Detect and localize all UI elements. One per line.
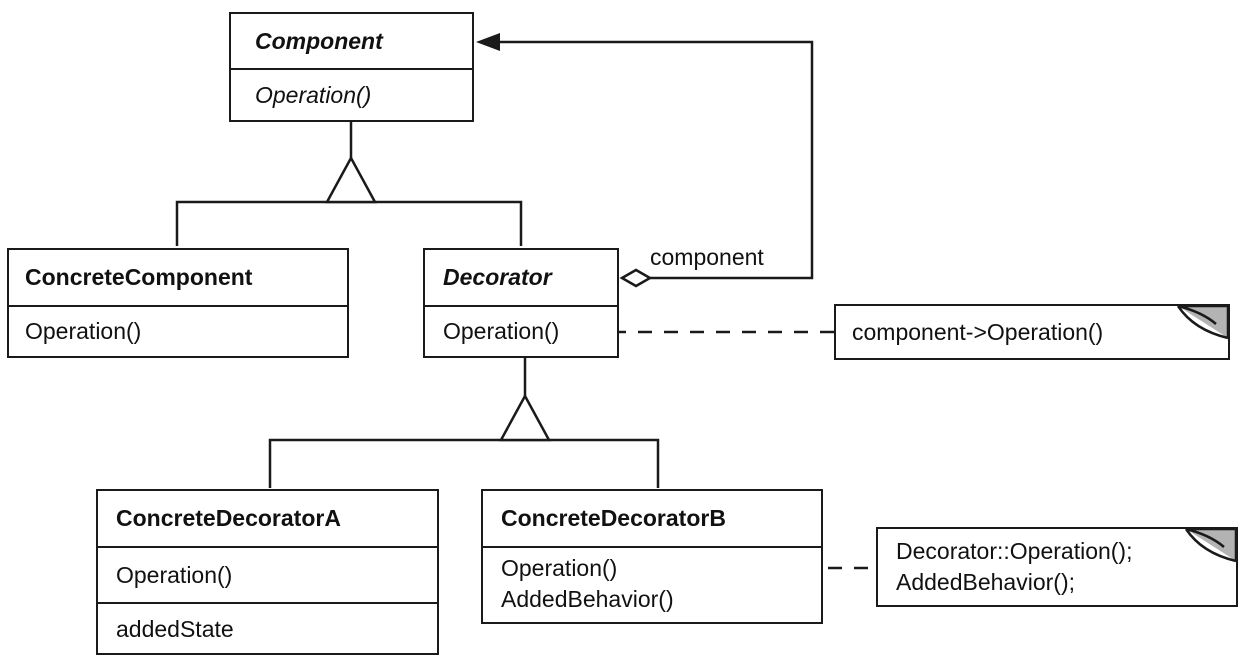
association-arrowhead: [476, 33, 500, 51]
class-operation: Operation(): [98, 546, 437, 602]
note-text-line-1: Decorator::Operation();: [896, 538, 1133, 564]
class-operation: Operation(): [9, 305, 347, 355]
aggregation-diamond: [619, 268, 653, 288]
note-fold-icon: [1184, 527, 1238, 563]
class-decorator: Decorator Operation(): [423, 248, 619, 358]
class-operation: Operation(): [425, 305, 617, 355]
class-operation: Operation(): [501, 555, 618, 581]
class-component: Component Operation(): [229, 12, 474, 122]
aggregation-line: [500, 40, 814, 280]
class-name: ConcreteDecoratorA: [116, 505, 341, 531]
generalization-arrowhead-component: [324, 155, 378, 204]
note-fold-icon: [1176, 304, 1230, 340]
class-name: ConcreteDecoratorB: [501, 505, 726, 531]
class-name: ConcreteComponent: [25, 264, 253, 290]
class-operation: Operation(): [231, 68, 472, 119]
class-concrete-component: ConcreteComponent Operation(): [7, 248, 349, 358]
class-operations: Operation() AddedBehavior(): [483, 546, 821, 621]
class-concrete-decorator-b: ConcreteDecoratorB Operation() AddedBeha…: [481, 489, 823, 624]
note-text-line-2: AddedBehavior();: [896, 569, 1075, 595]
class-name: Decorator: [443, 264, 552, 290]
class-name: Component: [255, 28, 383, 54]
class-concrete-decorator-a: ConcreteDecoratorA Operation() addedStat…: [96, 489, 439, 655]
note-decorator-operation: component->Operation(): [834, 304, 1230, 360]
note-text: component->Operation(): [852, 319, 1104, 345]
note-decorator-b-operation: Decorator::Operation(); AddedBehavior();: [876, 527, 1238, 607]
generalization-arrowhead-decorator: [498, 393, 552, 442]
association-label: component: [650, 244, 764, 270]
class-attribute: addedState: [98, 602, 437, 652]
class-operation-added-behavior: AddedBehavior(): [501, 586, 674, 612]
generalization-line-decorator: [268, 358, 660, 488]
